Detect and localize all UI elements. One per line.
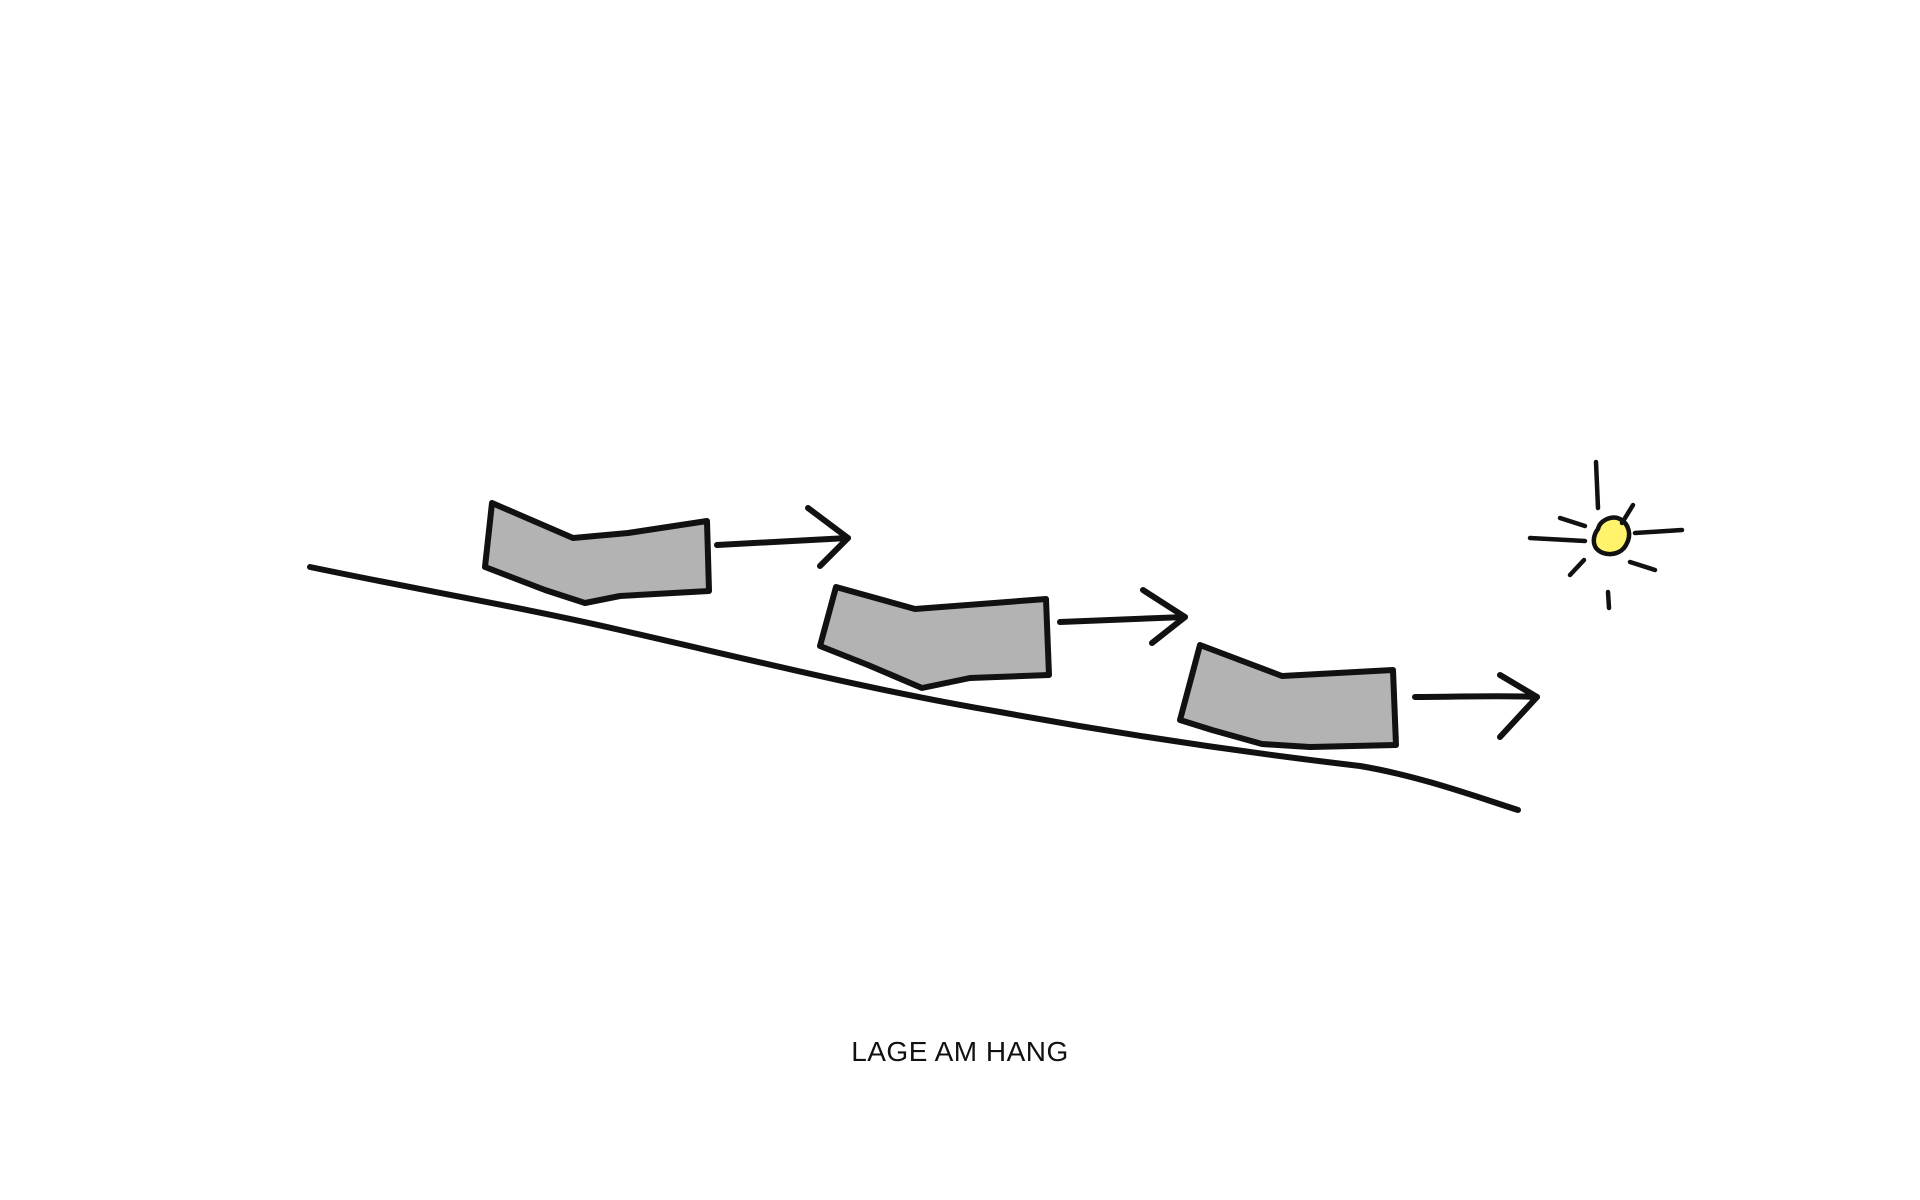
diagram-caption: LAGE AM HANG — [851, 1036, 1069, 1067]
arrow-2 — [1057, 587, 1188, 646]
arrow-1 — [714, 505, 851, 569]
building-1 — [482, 500, 712, 606]
arrow-3 — [1412, 672, 1540, 740]
building-3 — [1177, 642, 1399, 750]
building-2 — [817, 584, 1052, 691]
sun-icon — [1527, 459, 1685, 611]
slope-line — [307, 564, 1521, 813]
